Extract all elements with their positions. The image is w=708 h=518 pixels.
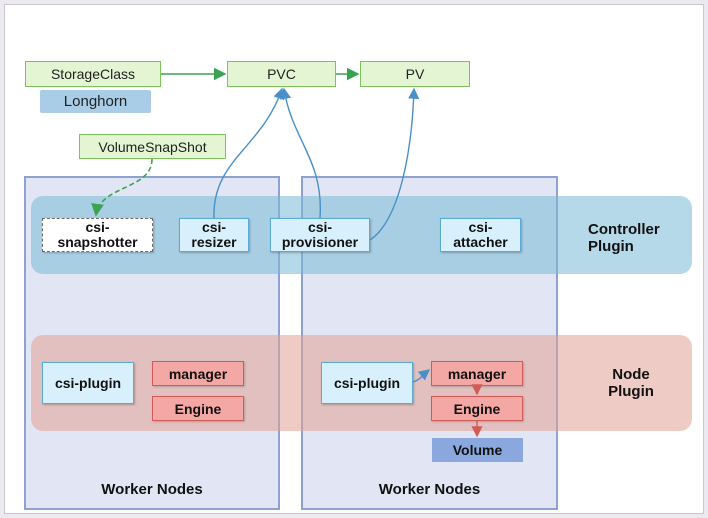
provisioner-to-pvc-arrow xyxy=(279,87,322,219)
controller-plugin-label: Controller Plugin xyxy=(588,221,660,255)
pv-box: PV xyxy=(360,61,470,87)
csi-attacher-box: csi-attacher xyxy=(440,218,521,252)
csi-plugin-right-box: csi-plugin xyxy=(321,362,413,404)
csi-resizer-box: csi-resizer xyxy=(179,218,249,252)
engine-right-box: Engine xyxy=(431,396,523,421)
csi-plugin-left-box: csi-plugin xyxy=(42,362,134,404)
provisioner-to-pv-arrow xyxy=(369,87,420,241)
longhorn-label: Longhorn xyxy=(40,90,151,113)
csi-snapshotter-box: csi-snapshotter xyxy=(42,218,153,252)
csi-provisioner-box: csi-provisioner xyxy=(270,218,370,252)
pvc-box: PVC xyxy=(227,61,336,87)
csi-plugin-to-manager-arrow xyxy=(412,369,431,383)
worker-nodes-left-label: Worker Nodes xyxy=(101,481,203,498)
node-plugin-label: Node Plugin xyxy=(608,366,654,400)
resizer-to-pvc-arrow xyxy=(213,87,285,219)
volumesnapshot-to-snapshotter-arrow xyxy=(91,158,153,217)
engine-left-box: Engine xyxy=(152,396,244,421)
worker-nodes-right-label: Worker Nodes xyxy=(378,481,481,498)
volumesnapshot-box: VolumeSnapShot xyxy=(79,134,226,159)
storageclass-box: StorageClass xyxy=(25,61,161,87)
manager-left-box: manager xyxy=(152,361,244,386)
volume-box: Volume xyxy=(432,438,523,462)
